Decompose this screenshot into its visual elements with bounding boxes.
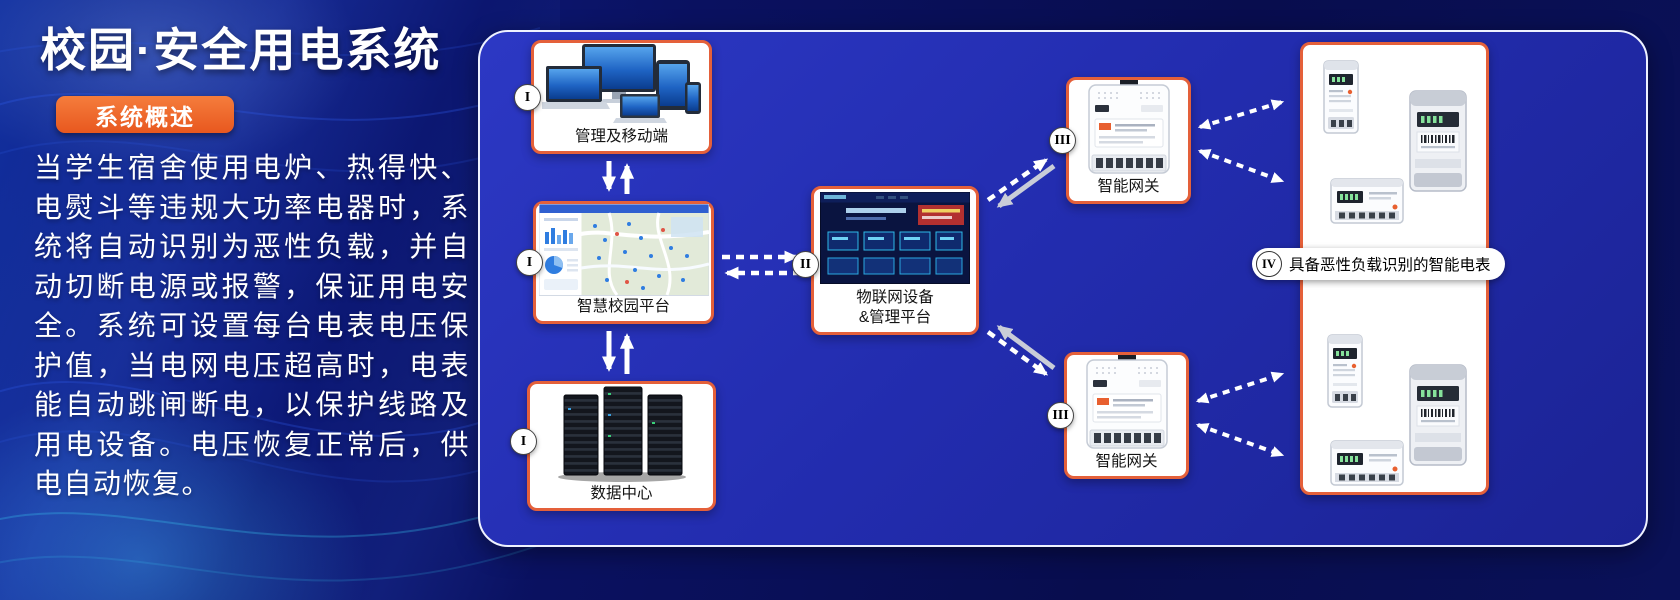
meter-large-illustration (1409, 364, 1467, 466)
node-data-center: 数据中心 (527, 381, 716, 511)
meter-wide-illustration (1330, 440, 1404, 486)
campus-dashboard-illustration (536, 204, 711, 296)
node-management-label: 管理及移动端 (574, 127, 668, 145)
badge-gateway-bottom: III (1047, 402, 1074, 429)
badge-gateway-top: III (1049, 127, 1076, 154)
page-title: 校园·安全用电系统 (40, 24, 442, 76)
node-data-center-label: 数据中心 (590, 484, 653, 502)
node-gateway-top: 智能网关 (1066, 77, 1191, 204)
smart-meters-pill: IV 具备恶性负载识别的智能电表 (1252, 248, 1505, 280)
node-campus-platform-label: 智慧校园平台 (576, 297, 670, 315)
iot-dashboard-illustration (814, 189, 976, 287)
meter-small-illustration (1327, 334, 1363, 408)
gateway-device-illustration (1069, 80, 1188, 176)
background-waves (0, 27, 540, 582)
devices-illustration (534, 43, 709, 126)
server-racks-illustration (530, 384, 713, 483)
node-campus-platform: 智慧校园平台 (533, 201, 714, 324)
node-gateway-bottom-label: 智能网关 (1095, 452, 1158, 470)
badge-management: I (514, 84, 541, 111)
background-glow-topleft (0, 0, 360, 180)
node-iot-platform-label: 物联网设备 &管理平台 (854, 287, 936, 332)
overview-text: 当学生宿舍使用电炉、热得快、电熨斗等违规大功率电器时，系统将自动识别为恶性负载，… (34, 152, 470, 499)
node-management: 管理及移动端 (531, 40, 712, 154)
background-glow-bottomleft (0, 380, 370, 600)
gateway-device-illustration (1067, 355, 1186, 451)
overview-badge: 系统概述 (56, 96, 234, 133)
meter-wide-illustration (1330, 178, 1404, 224)
badge-iot-platform: II (792, 251, 819, 278)
meter-large-illustration (1409, 90, 1467, 192)
badge-smart-meters: IV (1256, 251, 1282, 277)
node-gateway-top-label: 智能网关 (1097, 177, 1160, 195)
smart-meters-label: 具备恶性负载识别的智能电表 (1289, 257, 1491, 274)
badge-data-center: I (510, 428, 537, 455)
meter-small-illustration (1323, 60, 1359, 134)
node-iot-platform-label-line1: 物联网设备 (856, 289, 934, 307)
node-gateway-bottom: 智能网关 (1064, 352, 1189, 479)
node-iot-platform-label-line2: &管理平台 (858, 308, 932, 326)
node-iot-platform: 物联网设备 &管理平台 (811, 186, 979, 335)
badge-campus-platform: I (516, 249, 543, 276)
